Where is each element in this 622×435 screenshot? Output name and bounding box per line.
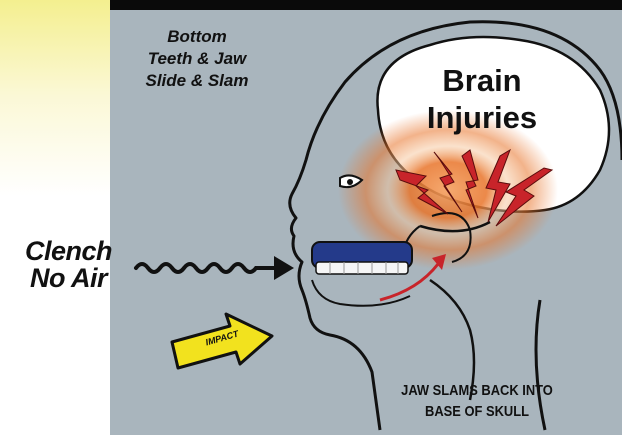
caption-line: Teeth & Jaw: [132, 48, 262, 70]
wavy-arrow-icon: [136, 256, 294, 280]
caption-line: Injuries: [402, 99, 562, 136]
brain-injuries-caption: Brain Injuries: [402, 62, 562, 136]
bottom-teeth-caption: Bottom Teeth & Jaw Slide & Slam: [132, 26, 262, 92]
caption-line: Bottom: [132, 26, 262, 48]
caption-line: Slide & Slam: [132, 70, 262, 92]
jaw-slams-caption: JAW SLAMS BACK INTO BASE OF SKULL: [378, 380, 576, 422]
lower-jaw-outline: [312, 280, 410, 306]
caption-line: BASE OF SKULL: [378, 401, 576, 422]
caption-line: JAW SLAMS BACK INTO: [378, 380, 576, 401]
caption-line: Clench: [6, 238, 131, 265]
clench-no-air-caption: Clench No Air: [6, 238, 131, 292]
caption-line: Brain: [402, 62, 562, 99]
caption-line: No Air: [6, 265, 131, 292]
pupil: [347, 179, 353, 185]
